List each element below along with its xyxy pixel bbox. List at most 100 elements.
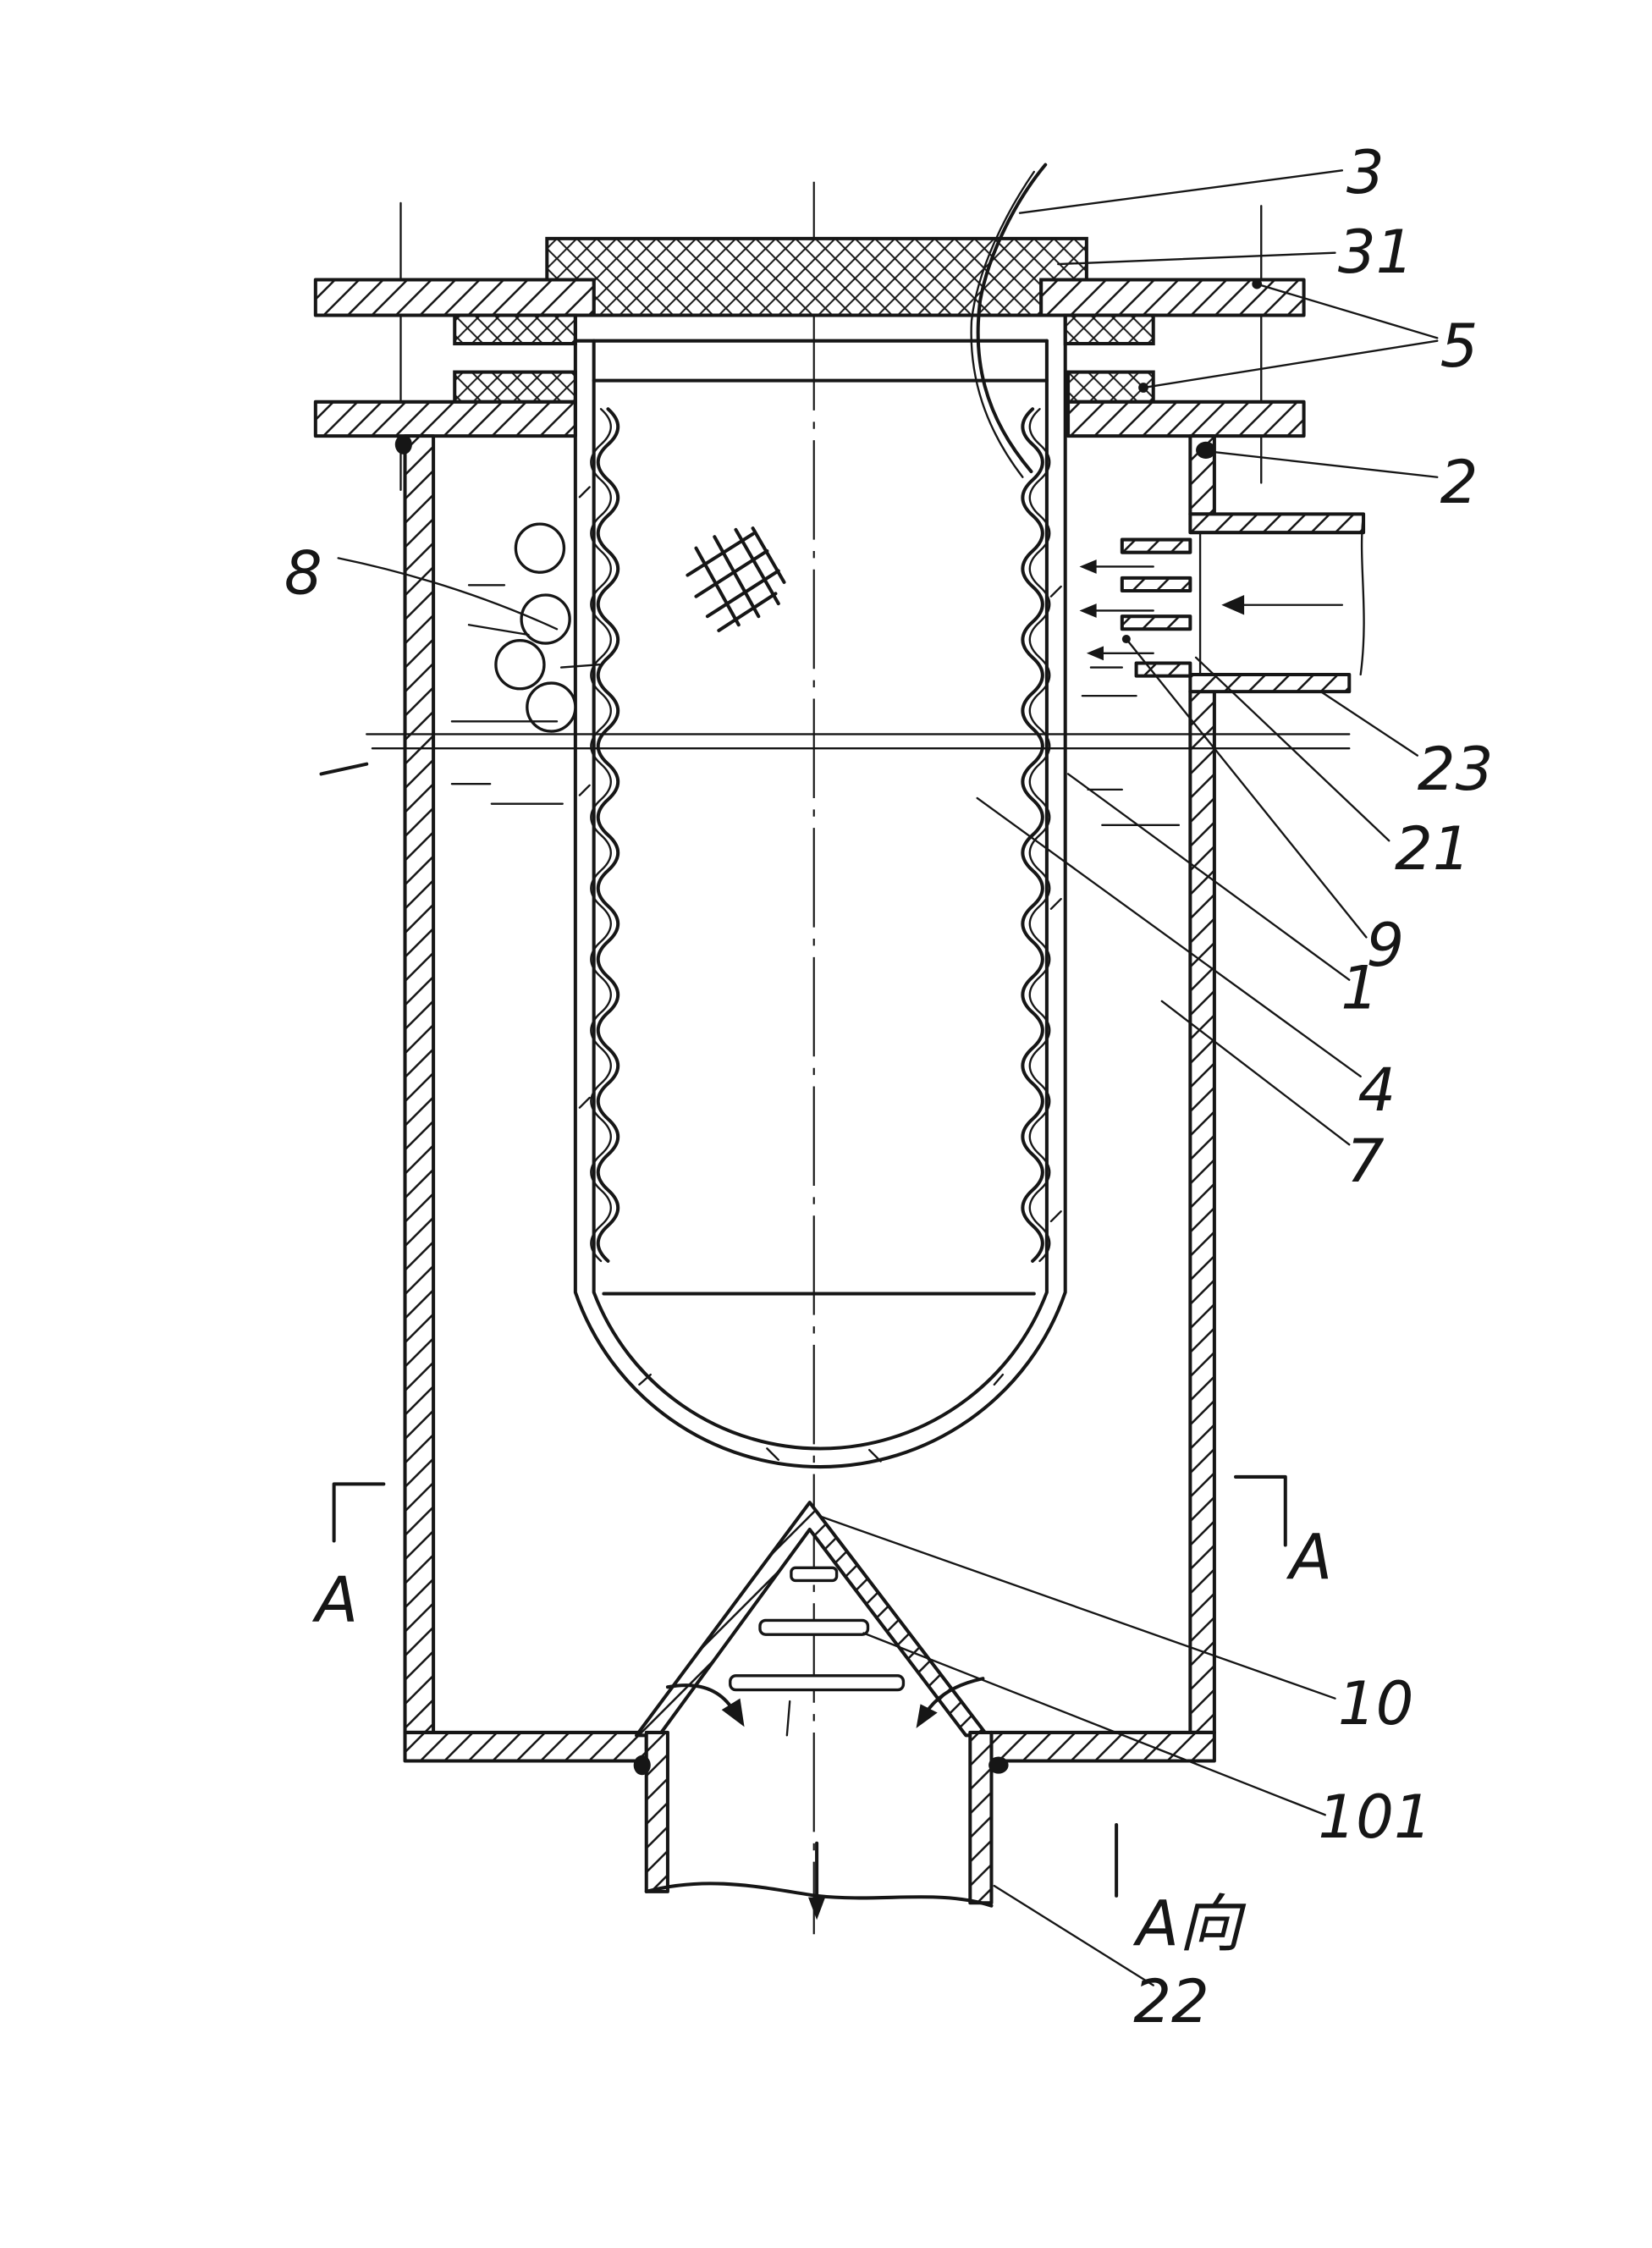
cone-slot: [790, 1566, 839, 1583]
inlet-slots: [1079, 537, 1192, 678]
bottom-plate-left: [403, 1730, 648, 1763]
weld-mark: [988, 1756, 1009, 1774]
cone-deflector: [634, 1501, 989, 1738]
section-marks: A A A向: [312, 1474, 1333, 1961]
leader-10: [819, 1515, 1336, 1700]
lower-flange-right: [1066, 399, 1306, 438]
wavy-element-right: [1021, 407, 1044, 1263]
leader-5a-dot: [1252, 278, 1263, 289]
ref-numeral-31: 31: [1338, 218, 1414, 287]
ref-numeral-8: 8: [284, 538, 322, 608]
cone-flow-arrowhead-right: [916, 1704, 938, 1728]
ref-numeral-4: 4: [1357, 1055, 1396, 1125]
leader-101: [862, 1632, 1326, 1816]
weld-mark: [1196, 441, 1216, 459]
lower-flange-left: [313, 399, 577, 438]
section-mark-right-symbol: [1234, 1474, 1287, 1547]
inner-tube: [573, 313, 1067, 1468]
weld-mark: [633, 1755, 651, 1776]
inlet-slot: [1120, 537, 1192, 554]
outer-shell-left-wall: [403, 434, 436, 1734]
leader-5a: [1256, 283, 1439, 339]
inlet-pipe-top-wall: [1188, 512, 1366, 535]
outlet-pipe-left-wall: [644, 1730, 669, 1893]
wavy-element-left: [596, 407, 620, 1263]
outer-shell-right-wall-lower: [1188, 690, 1216, 1734]
top-cap: [545, 236, 1088, 317]
ref-numeral-1: 1: [1341, 953, 1379, 1022]
inlet-flow-arrowhead: [1221, 595, 1245, 615]
slot-flow-arrowhead: [1079, 559, 1097, 574]
upper-flange-left: [313, 278, 596, 317]
leader-8: [337, 557, 559, 631]
section-mark-right-letter: A: [1286, 1522, 1333, 1595]
cone-slot: [729, 1674, 906, 1692]
cone-slot: [758, 1618, 870, 1636]
weld-marks: [394, 434, 1216, 1776]
ref-numeral-101: 101: [1318, 1782, 1431, 1852]
inlet-pipe-bottom-wall: [1188, 672, 1352, 694]
wavy-element-right-inner: [1028, 408, 1051, 1263]
ref-numeral-9: 9: [1366, 911, 1404, 980]
filler-balls: [494, 522, 577, 733]
inlet-slot: [1134, 661, 1192, 678]
mesh-lines: [686, 526, 786, 632]
cable-line-outer: [976, 163, 1048, 474]
inner-tube-inner-wall: [592, 339, 1049, 1451]
leader-31: [1057, 251, 1336, 266]
ball: [526, 681, 577, 733]
wavy-element: [590, 407, 1051, 1296]
ref-numeral-22: 22: [1133, 1967, 1209, 2036]
inlet-pipe-break-line: [1359, 513, 1365, 676]
leader-4: [976, 796, 1362, 1077]
slot-flow-arrowhead: [1079, 603, 1097, 618]
flow-dashes: [450, 584, 1181, 826]
inlet-slot: [1120, 614, 1192, 631]
ref-numeral-7: 7: [1346, 1127, 1385, 1196]
leader-7: [1160, 1000, 1351, 1146]
cone-flow-arrow-center: [785, 1700, 791, 1737]
ref-numeral-2: 2: [1440, 448, 1479, 517]
cable: [970, 163, 1048, 478]
gasket-left-upper: [453, 313, 577, 346]
break-line-tick: [319, 762, 369, 776]
leader-23: [1319, 690, 1418, 757]
section-mark-left-symbol: [332, 1482, 386, 1543]
inner-tube-wall-ticks: [578, 486, 1062, 1463]
leader-9: [1125, 637, 1368, 939]
outlet-pipe-right-wall: [968, 1730, 994, 1905]
outlet-pipe: [644, 1730, 994, 1920]
section-mark-left-letter: A: [312, 1564, 359, 1637]
leader-3: [1018, 169, 1344, 214]
slot-flow-arrowhead: [1086, 646, 1104, 661]
cone-flow-arrow-right: [924, 1677, 985, 1715]
leader-5b: [1142, 339, 1439, 389]
wavy-element-left-inner: [590, 408, 612, 1263]
cable-line-inner: [970, 170, 1035, 478]
leader-1: [1066, 773, 1351, 981]
ball: [514, 522, 566, 574]
ref-numeral-23: 23: [1418, 735, 1494, 804]
ref-numeral-21: 21: [1395, 814, 1471, 884]
reference-numerals: 3 31 5 2 8 23 21 9 1 4 7 10 101 22: [284, 138, 1494, 2036]
ref-numeral-10: 10: [1338, 1669, 1414, 1738]
inner-tube-outer-wall: [573, 313, 1067, 1468]
weld-mark: [394, 434, 412, 455]
leader-9-dot: [1121, 634, 1131, 644]
leader-2: [1209, 450, 1439, 478]
leader-22: [993, 1884, 1154, 1986]
ball: [494, 639, 546, 691]
cone-flow-arrowhead-left: [721, 1698, 745, 1727]
gasket-left-lower: [453, 370, 577, 404]
ball: [520, 593, 571, 645]
view-direction-label: A向: [1133, 1888, 1247, 1961]
upper-flange-right: [1039, 278, 1306, 317]
gasket-right-upper: [1063, 313, 1155, 346]
inlet-pipe: [1188, 512, 1366, 694]
leader-21: [1194, 656, 1390, 842]
mesh-mark: [686, 526, 786, 632]
ref-numeral-5: 5: [1440, 311, 1479, 381]
outlet-flow-arrowhead: [808, 1897, 826, 1920]
